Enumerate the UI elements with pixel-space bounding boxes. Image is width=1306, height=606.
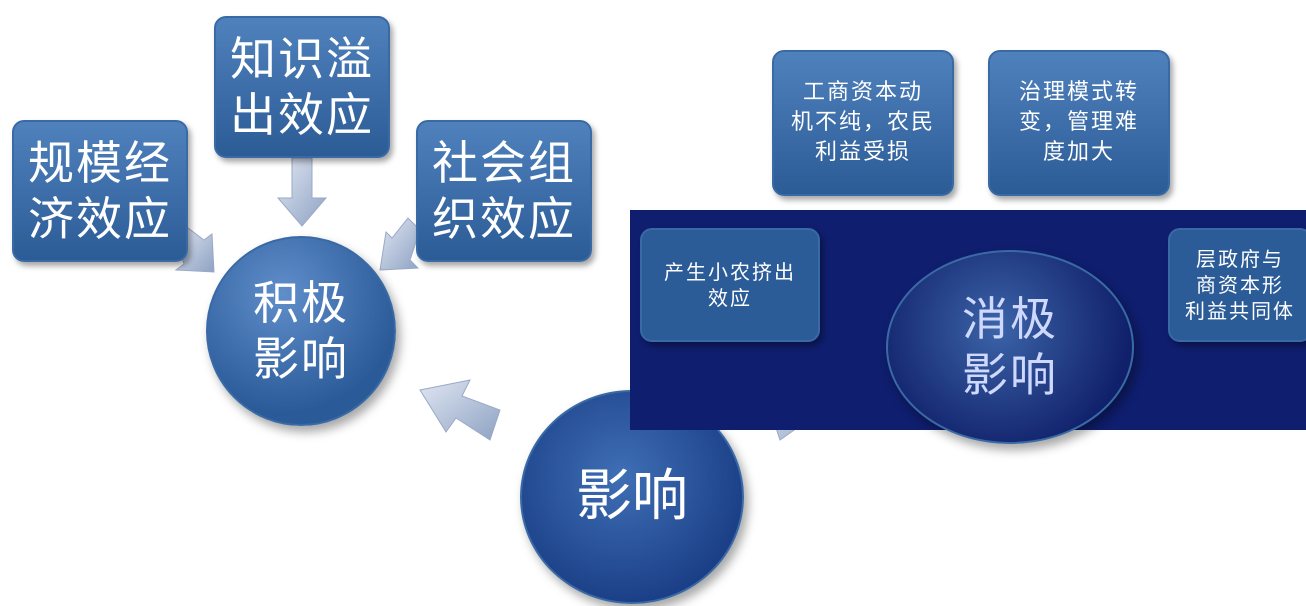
government-capital-label: 层政府与 商资本形 利益共同体 — [1185, 247, 1295, 323]
negative-impact-label: 消极 影响 — [962, 292, 1058, 402]
knowledge-spillover-box: 知识溢 出效应 — [214, 16, 390, 158]
positive-impact-label: 积极 影响 — [253, 276, 349, 386]
social-organization-box: 社会组 织效应 — [416, 120, 592, 262]
positive-impact-circle: 积极 影响 — [206, 236, 396, 426]
negative-impact-circle: 消极 影响 — [886, 250, 1134, 444]
government-capital-box: 层政府与 商资本形 利益共同体 — [1168, 228, 1306, 342]
governance-change-box: 治理模式转 变，管理难 度加大 — [988, 50, 1170, 196]
arrow-social-to-positive — [379, 217, 421, 271]
scale-economy-label: 规模经 济效应 — [28, 136, 172, 246]
root-impact-label: 影响 — [576, 464, 688, 529]
capital-motive-label: 工商资本动 机不纯，农民 利益受损 — [790, 80, 935, 165]
capital-motive-box: 工商资本动 机不纯，农民 利益受损 — [772, 50, 954, 196]
social-organization-label: 社会组 织效应 — [432, 136, 576, 246]
governance-change-label: 治理模式转 变，管理难 度加大 — [1018, 80, 1139, 165]
smallholder-squeeze-box: 产生小农挤出 效应 — [640, 228, 820, 342]
scale-economy-box: 规模经 济效应 — [12, 120, 188, 262]
knowledge-spillover-label: 知识溢 出效应 — [230, 32, 374, 142]
arrow-root-to-positive — [419, 379, 501, 441]
arrow-knowledge-to-positive — [276, 157, 328, 227]
smallholder-squeeze-label: 产生小农挤出 效应 — [664, 260, 796, 310]
